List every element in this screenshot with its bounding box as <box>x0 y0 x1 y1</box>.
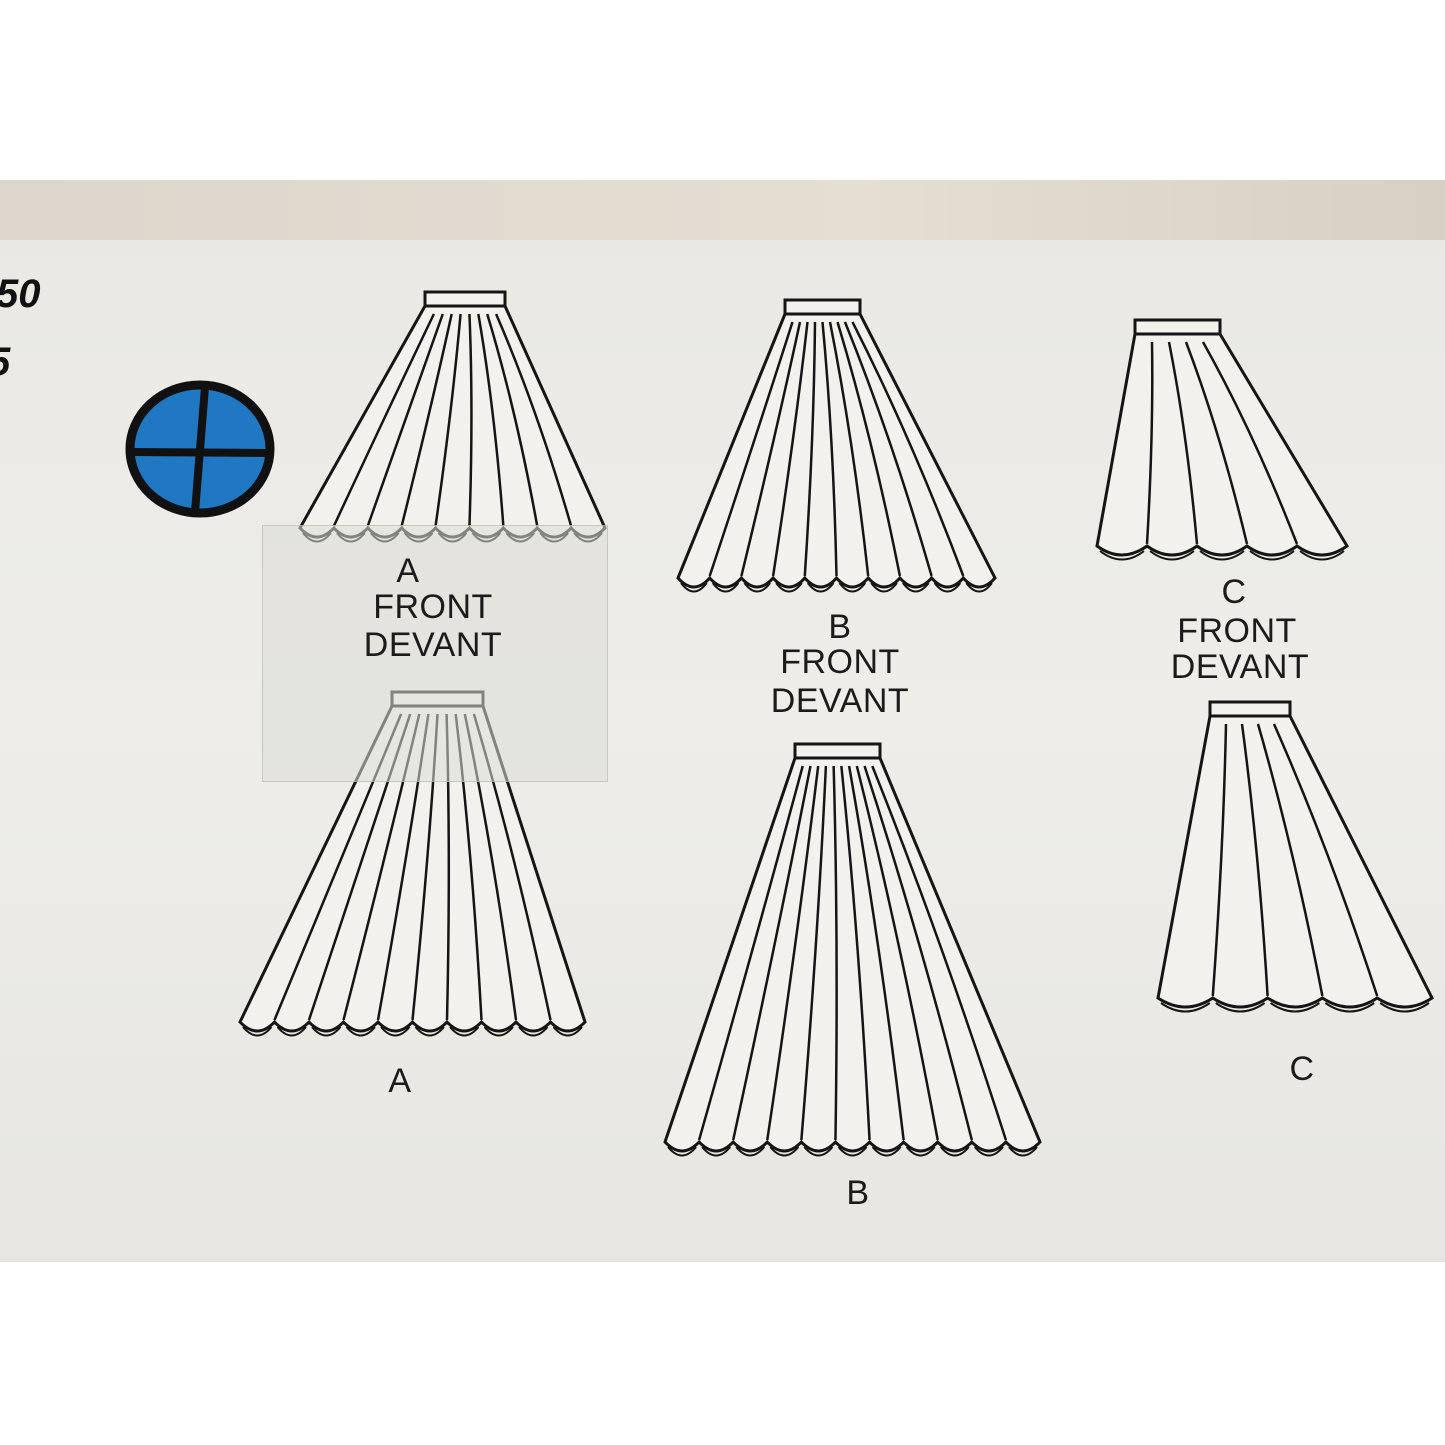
skirt-b-front <box>676 298 997 593</box>
view-b-back-letter: B <box>846 1174 870 1212</box>
view-c-devant-label: DEVANT <box>1170 648 1310 686</box>
view-c-letter: C <box>1221 573 1247 611</box>
skirt-c-back <box>1156 700 1434 1013</box>
view-a-devant-label: DEVANT <box>363 626 503 664</box>
skirt-c-front <box>1095 318 1349 561</box>
view-b-letter: B <box>828 608 852 646</box>
view-b-devant-label: DEVANT <box>770 682 910 720</box>
torn-envelope-edge <box>0 180 1445 240</box>
skirt-b-back <box>663 742 1042 1157</box>
view-b-front-label: FRONT <box>780 643 900 681</box>
view-a-front-label: FRONT <box>373 588 493 626</box>
pattern-number-partial: 50 <box>0 272 41 316</box>
quartered-circle-icon <box>125 380 275 518</box>
view-a-letter: A <box>396 552 420 590</box>
view-c-back-letter: C <box>1289 1050 1315 1088</box>
view-c-front-label: FRONT <box>1177 612 1297 650</box>
pattern-number-partial-2: 5 <box>0 340 10 385</box>
skirt-a-front <box>298 290 607 543</box>
view-a-back-letter: A <box>388 1062 412 1100</box>
tape-patch <box>262 525 608 782</box>
